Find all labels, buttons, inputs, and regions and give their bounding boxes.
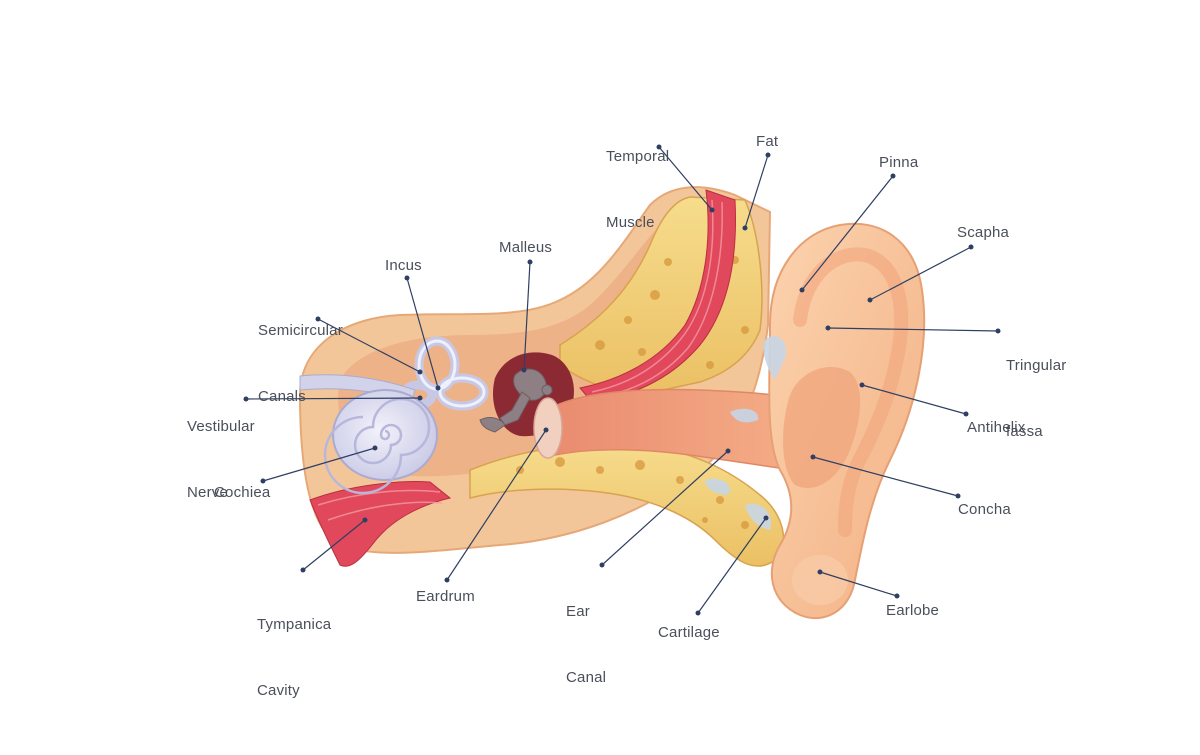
leader-dots: [243, 144, 1001, 616]
label-tringular-fassa: Tringular fassa: [1006, 311, 1066, 465]
label-eardrum: Eardrum: [416, 588, 475, 605]
label-vestibular-nerve-line1: Vestibular: [187, 418, 255, 435]
label-pinna: Pinna: [879, 154, 919, 171]
label-semicircular-canals-line1: Semicircular: [258, 322, 343, 339]
label-vestibular-nerve-line2: Nerve: [187, 484, 229, 501]
label-cochiea: Cochiea: [214, 484, 271, 501]
label-cartilage: Cartilage: [658, 624, 720, 641]
concha-bowl: [783, 366, 861, 489]
label-incus: Incus: [385, 257, 422, 274]
label-tympanica-cavity-line2: Cavity: [257, 682, 300, 699]
label-ear-canal-line1: Ear: [566, 603, 590, 620]
label-fat: Fat: [756, 133, 779, 150]
label-tringular-fassa-line1: Tringular: [1006, 357, 1067, 374]
label-tringular-fassa-line2: fassa: [1006, 423, 1043, 440]
label-concha: Concha: [958, 501, 1011, 518]
label-scapha: Scapha: [957, 224, 1010, 241]
cartilage-highlights: [705, 336, 786, 530]
label-tympanica-cavity: Tympanica Cavity: [257, 570, 331, 724]
label-temporal-muscle: Temporal Muscle: [606, 102, 669, 256]
label-vestibular-nerve: Vestibular Nerve: [187, 372, 255, 526]
label-tympanica-cavity-line1: Tympanica: [257, 616, 332, 633]
leader-lines: [245, 146, 999, 614]
earlobe-shape: [792, 555, 848, 605]
cochlea-shape: [323, 389, 438, 495]
label-semicircular-canals: Semicircular Canals: [258, 276, 343, 430]
antihelix-ridge: [793, 247, 909, 537]
label-malleus: Malleus: [499, 239, 553, 256]
label-ear-canal-line2: Canal: [566, 669, 607, 686]
label-temporal-muscle-line2: Muscle: [606, 214, 655, 231]
label-temporal-muscle-line1: Temporal: [606, 148, 670, 165]
label-semicircular-canals-line2: Canals: [258, 388, 306, 405]
label-earlobe: Earlobe: [886, 602, 940, 619]
label-ear-canal: Ear Canal: [566, 557, 606, 711]
label-antihelix: Antihelix: [967, 419, 1026, 436]
eardrum-shape: [533, 397, 563, 459]
ossicles: [479, 368, 553, 433]
